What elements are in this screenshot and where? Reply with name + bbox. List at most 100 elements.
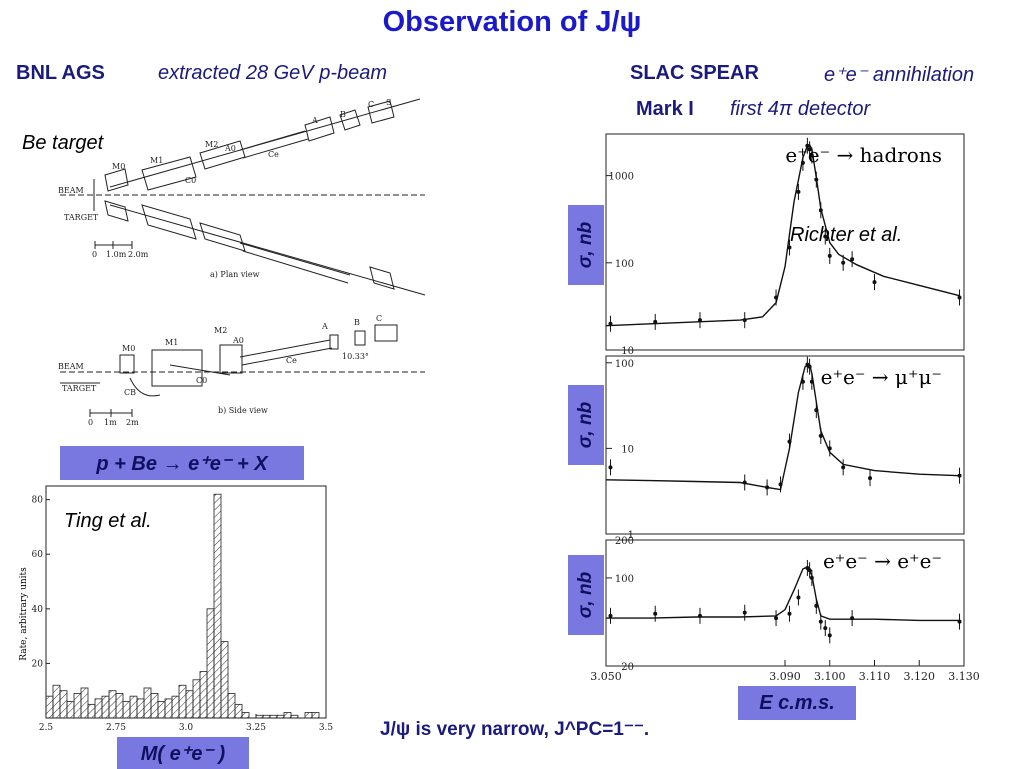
spear-x-tick-label: 3.100 [814, 670, 846, 683]
spear-data-point [827, 633, 832, 638]
ting-x-tick-label: 2.5 [39, 723, 54, 733]
ting-y-tick-label: 20 [32, 659, 44, 669]
spear-y-tick-label: 100 [615, 259, 634, 270]
mark1-note: first 4π detector [730, 98, 871, 120]
spear-fit-curve [605, 144, 960, 327]
histogram-bar [227, 693, 236, 719]
schematic-side-ce-label: Ce [286, 356, 297, 365]
schematic-m2-label: M2 [205, 140, 218, 149]
ting-y-axis-label: Rate, arbitrary units [19, 567, 29, 661]
histogram-bar [199, 671, 208, 719]
histogram-bar [290, 714, 299, 719]
spear-data-point [841, 260, 846, 265]
ting-y-tick-label: 40 [32, 605, 44, 615]
spear-y-tick-label: 10 [621, 444, 634, 455]
ylabel-box-mumu: σ, nb [568, 385, 604, 465]
page-title: Observation of J/ψ [382, 6, 642, 38]
spear-data-point [787, 245, 792, 250]
schematic-scale-side-0: 0 [88, 418, 93, 427]
spear-data-point [957, 295, 962, 300]
schematic-side-c0-label: C0 [196, 376, 207, 385]
spear-data-point [787, 611, 792, 616]
bnl-beam-label: extracted 28 GeV p-beam [158, 62, 388, 84]
spear-data-point [778, 482, 783, 487]
histogram-bar [185, 690, 194, 719]
schematic-a-label: A [311, 116, 318, 125]
histogram-bar [59, 690, 68, 719]
histogram-bar [178, 684, 187, 719]
bnl-lab-label: BNL AGS [16, 62, 105, 84]
spear-data-point [850, 616, 855, 621]
schematic-c0-label: C0 [185, 176, 196, 185]
schematic-m1-label: M1 [150, 156, 163, 165]
spear-data-point [608, 321, 613, 326]
schematic-scale-side-1: 1m [104, 418, 117, 427]
reaction-label: p + Be → e⁺e⁻ + X [96, 452, 268, 475]
spear-data-point [809, 575, 814, 580]
mark1-label: Mark I [636, 98, 694, 120]
spear-data-point [823, 234, 828, 239]
histogram-bar [220, 641, 229, 719]
spear-data-point [608, 465, 613, 470]
spear-data-point [608, 613, 613, 618]
ting-y-tick-label: 80 [32, 496, 44, 506]
schematic-target-label: TARGET [64, 213, 99, 222]
spear-data-point [868, 476, 873, 481]
schematic-plan-caption: a) Plan view [210, 270, 260, 279]
spear-y-tick-label: 100 [615, 574, 634, 585]
histogram-bar [234, 703, 243, 719]
spear-data-point [774, 616, 779, 621]
spear-data-point [742, 318, 747, 323]
ting-x-tick-label: 2.75 [106, 723, 126, 733]
schematic-side-cb-label: CB [124, 388, 136, 397]
ylabel-box-ee: σ, nb [568, 555, 604, 635]
schematic-m0-label: M0 [112, 162, 125, 171]
spear-data-point [850, 257, 855, 262]
ting-xlabel: M( e⁺e⁻ ) [140, 742, 226, 765]
spear-data-point [818, 208, 823, 213]
spear-data-point [796, 595, 801, 600]
histogram-bar [192, 679, 201, 719]
spear-panel-frame [605, 355, 965, 535]
ting-y-tick-label: 60 [32, 550, 44, 560]
schematic-side-a0-label: A0 [232, 336, 244, 345]
spear-data-point [809, 379, 814, 384]
conclusion-label: J/ψ is very narrow, J^PC=1⁻⁻. [380, 719, 650, 740]
histogram-bar [129, 695, 138, 719]
spectrometer-schematic: BEAM TARGET M0 M1 M2 C0 A0 A B C S Ce 0 … [58, 98, 426, 427]
histogram-bar [241, 712, 250, 719]
spear-data-point [800, 160, 805, 165]
histogram-bar [108, 690, 117, 719]
schematic-side-beam-label: BEAM [58, 362, 84, 371]
spear-data-point [957, 619, 962, 624]
schematic-scale-plan-0: 0 [92, 250, 97, 259]
schematic-side-m2-label: M2 [214, 326, 227, 335]
histogram-bar [164, 698, 173, 719]
histogram-bar [45, 695, 54, 719]
spear-data-point [796, 189, 801, 194]
spear-y-tick-label: 100 [615, 359, 634, 370]
spear-data-point [805, 143, 810, 148]
spear-data-point [653, 319, 658, 324]
spear-data-point [807, 568, 812, 573]
spear-data-point [807, 364, 812, 369]
spear-panel-frame [605, 133, 965, 351]
spear-x-tick-label: 3.120 [904, 670, 936, 683]
histogram-bar [150, 693, 159, 719]
reaction-box: p + Be → e⁺e⁻ + X [60, 446, 304, 480]
richter-authors-label: Richter et al. [790, 224, 903, 246]
histogram-bar [115, 693, 124, 719]
spear-x-tick-label: 3.130 [948, 670, 980, 683]
schematic-side-c-label: C [376, 314, 382, 323]
spear-data-point [807, 147, 812, 152]
histogram-bar [269, 714, 278, 719]
schematic-a0-label: A0 [224, 144, 236, 153]
spear-data-point [957, 473, 962, 478]
spear-data-point [872, 280, 877, 285]
ecms-box: E c.m.s. [738, 686, 856, 720]
histogram-bar [143, 687, 152, 719]
spear-data-point [814, 177, 819, 182]
